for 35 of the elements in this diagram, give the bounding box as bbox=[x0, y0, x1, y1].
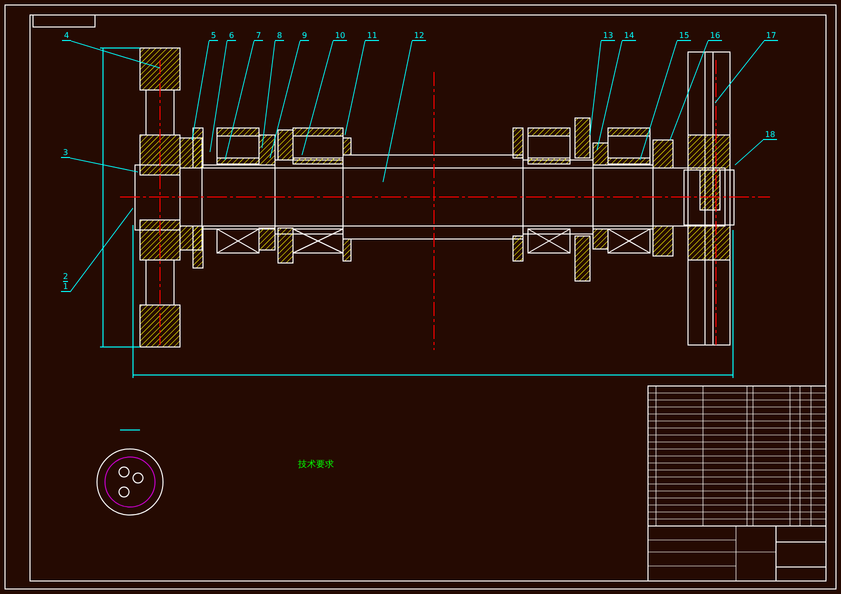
callout-number: 14 bbox=[622, 31, 636, 41]
callout-number: 13 bbox=[601, 31, 616, 41]
leader-line bbox=[596, 40, 622, 150]
leader-line bbox=[70, 40, 160, 68]
leader-line bbox=[344, 40, 366, 136]
callout-number: 16 bbox=[708, 31, 722, 41]
callout-number: 7 bbox=[254, 31, 264, 41]
leader-line bbox=[382, 40, 412, 182]
leader-line bbox=[734, 140, 764, 166]
leader-line bbox=[270, 40, 300, 158]
callout-number: 4 bbox=[62, 31, 72, 41]
leader-line bbox=[70, 208, 134, 292]
callout-number: 15 bbox=[677, 31, 692, 41]
callout-number: 6 bbox=[227, 31, 236, 41]
callout-number: 8 bbox=[275, 31, 284, 41]
leader-line bbox=[192, 40, 210, 140]
callout-number: 9 bbox=[300, 31, 310, 41]
callout-number: 18 bbox=[763, 130, 778, 140]
leader-line bbox=[302, 40, 334, 156]
callout-number: 3 bbox=[61, 148, 70, 158]
callout-number: 12 bbox=[412, 31, 426, 41]
callout-number: 10 bbox=[333, 31, 348, 41]
leader-line bbox=[670, 40, 708, 140]
leader-line bbox=[590, 40, 602, 136]
notes-heading: 技术要求 bbox=[298, 458, 334, 471]
leader-line bbox=[70, 158, 138, 172]
leader-line bbox=[224, 40, 254, 160]
leader-line bbox=[714, 40, 764, 104]
callout-number: 2 1 bbox=[61, 272, 70, 292]
leader-line bbox=[262, 40, 276, 148]
callout-number: 5 bbox=[209, 31, 218, 41]
leader-line bbox=[640, 40, 678, 160]
leader-line bbox=[210, 40, 228, 152]
callout-number: 17 bbox=[764, 31, 778, 41]
callout-number: 11 bbox=[365, 31, 380, 41]
